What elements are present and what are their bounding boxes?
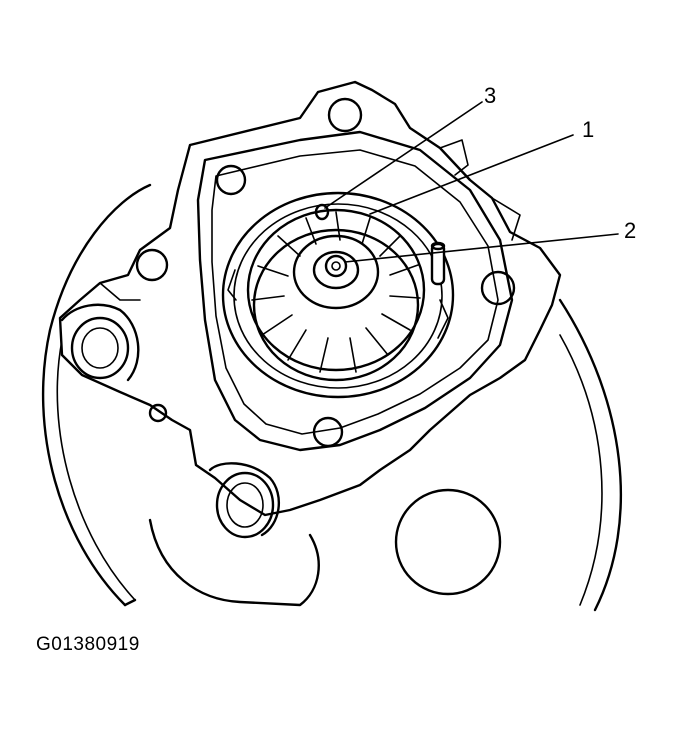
lower-left-port xyxy=(148,518,320,607)
callout-1: 1 xyxy=(582,117,594,142)
leader-line-3 xyxy=(324,101,483,209)
leader-line-1 xyxy=(369,134,574,215)
rotor-assembly xyxy=(221,191,455,399)
lower-port xyxy=(394,488,502,596)
figure-id: G01380919 xyxy=(36,634,140,655)
outer-housing xyxy=(41,183,623,612)
callout-3: 3 xyxy=(484,83,496,108)
leader-line-2 xyxy=(344,233,619,263)
callout-2: 2 xyxy=(624,218,636,243)
